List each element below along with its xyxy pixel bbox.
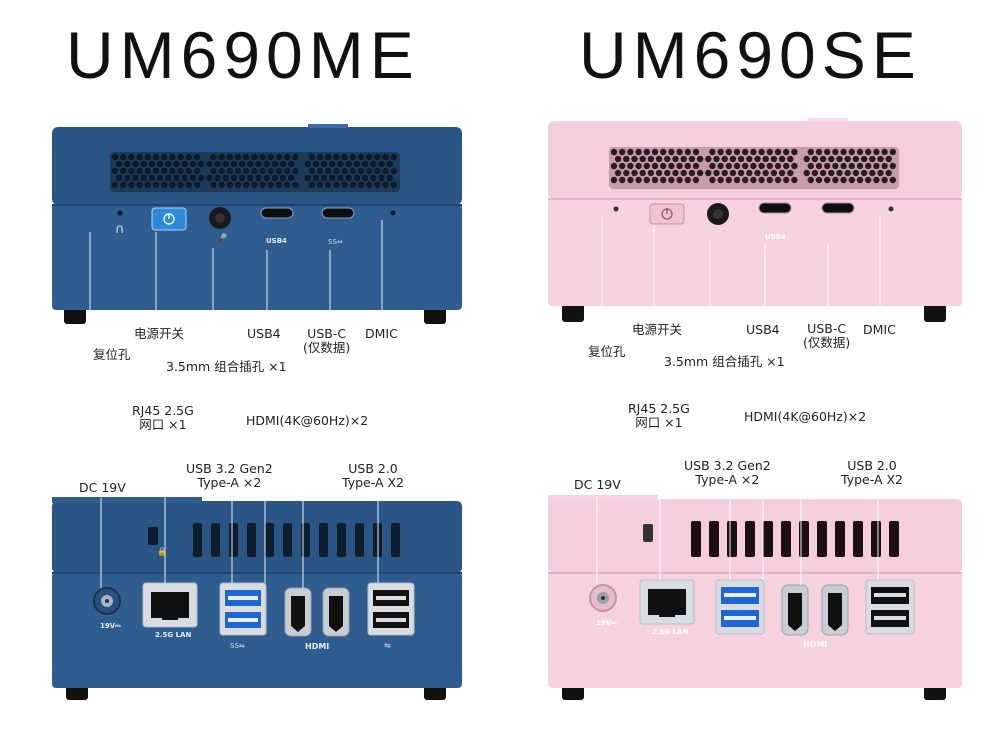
- vent-holes: [610, 148, 896, 184]
- label-usb32-line2: Type-A ×2: [197, 475, 262, 491]
- usb4-port: [260, 207, 294, 219]
- label-usbc: USB-C (仅数据): [803, 321, 851, 351]
- reset-hole: [613, 206, 619, 212]
- label-usb4: USB4: [247, 326, 281, 341]
- chassis-body: [52, 204, 462, 310]
- usb4-print: USB4: [266, 237, 287, 245]
- label-rj45-line2: 网口 ×1: [635, 415, 683, 431]
- label-usbc: USB-C (仅数据): [303, 326, 351, 356]
- dc-print: 19V⎓: [596, 619, 617, 627]
- label-reset: 复位孔: [588, 344, 626, 359]
- um690me-front-view: ∩ 🎤 SS↔: [52, 124, 462, 340]
- label-audio: 3.5mm 组合插孔 ×1: [664, 354, 785, 369]
- svg-text:🔒: 🔒: [157, 547, 167, 556]
- label-usb20: USB 2.0 Type-A X2: [342, 461, 404, 491]
- rear-vent-slots: [691, 521, 899, 557]
- model-title-um690me: UM690ME: [66, 18, 420, 92]
- label-dmic: DMIC: [365, 326, 398, 341]
- label-usb32-line1: USB 3.2 Gen2: [186, 461, 273, 476]
- label-rj45-line2: 网口 ×1: [139, 417, 187, 433]
- hdmi-print: HDMI: [803, 640, 828, 649]
- svg-text:⇋: ⇋: [384, 641, 391, 650]
- um690se-front-view: [548, 118, 962, 340]
- dmic-hole: [390, 210, 396, 216]
- label-usb20-line2: Type-A X2: [342, 475, 404, 491]
- foot-right: [924, 304, 946, 322]
- label-rj45-line1: RJ45 2.5G: [132, 403, 194, 418]
- lan-print: 2.5G LAN: [652, 628, 689, 636]
- label-usbc-line2: (仅数据): [803, 335, 851, 351]
- usbc-port: [321, 207, 355, 219]
- dc-print: 19V⎓: [100, 622, 121, 630]
- label-dc: DC 19V: [574, 477, 621, 492]
- label-usb20: USB 2.0 Type-A X2: [841, 458, 903, 488]
- label-usb32-line2: Type-A ×2: [695, 472, 760, 488]
- foot-left: [562, 304, 584, 322]
- label-rj45: RJ45 2.5G 网口 ×1: [628, 401, 690, 431]
- chassis-body: [548, 198, 962, 306]
- label-audio: 3.5mm 组合插孔 ×1: [166, 359, 287, 374]
- foot-right: [424, 306, 446, 324]
- vent-holes: [111, 153, 397, 189]
- label-power: 电源开关: [134, 326, 185, 341]
- model-title-um690se: UM690SE: [579, 18, 922, 92]
- label-usbc-line1: USB-C: [307, 326, 347, 341]
- svg-text:SS⇋: SS⇋: [230, 642, 245, 650]
- label-usb20-line1: USB 2.0: [348, 461, 398, 476]
- lan-print: 2.5G LAN: [155, 631, 192, 639]
- label-usb20-line2: Type-A X2: [841, 472, 903, 488]
- label-rj45: RJ45 2.5G 网口 ×1: [132, 403, 194, 433]
- label-usbc-line1: USB-C: [807, 321, 847, 336]
- label-dc: DC 19V: [79, 480, 126, 495]
- svg-text:🎤: 🎤: [215, 232, 228, 245]
- usb4-port: [758, 202, 792, 214]
- um690me-rear-view: 🔒 SS⇋: [52, 432, 462, 700]
- label-usb32-line1: USB 3.2 Gen2: [684, 458, 771, 473]
- label-hdmi: HDMI(4K@60Hz)×2: [744, 409, 867, 424]
- svg-text:SS↔: SS↔: [328, 238, 343, 246]
- label-usb20-line1: USB 2.0: [847, 458, 897, 473]
- label-power: 电源开关: [632, 322, 683, 337]
- label-hdmi: HDMI(4K@60Hz)×2: [246, 413, 369, 428]
- kensington-slot: [148, 527, 158, 545]
- label-rj45-line1: RJ45 2.5G: [628, 401, 690, 416]
- dmic-hole: [888, 206, 894, 212]
- um690se-rear-view: [548, 428, 962, 700]
- rear-vent-slots: [193, 523, 400, 557]
- usbc-port: [821, 202, 855, 214]
- kensington-slot: [643, 524, 653, 542]
- foot-left: [64, 306, 86, 324]
- label-dmic: DMIC: [863, 322, 896, 337]
- um690me-product: ∩ 🎤 SS↔ USB4 复位孔 电源开关 3.5mm 组合插孔 ×1 USB4…: [52, 124, 462, 700]
- label-usb32: USB 3.2 Gen2 Type-A ×2: [186, 461, 273, 491]
- label-reset: 复位孔: [93, 347, 131, 362]
- label-usbc-line2: (仅数据): [303, 340, 351, 356]
- headphone-icon: ∩: [115, 222, 125, 237]
- usb4-print: USB4: [765, 233, 786, 241]
- label-usb32: USB 3.2 Gen2 Type-A ×2: [684, 458, 771, 488]
- label-usb4: USB4: [746, 322, 780, 337]
- hdmi-print: HDMI: [305, 642, 330, 651]
- reset-hole: [117, 210, 123, 216]
